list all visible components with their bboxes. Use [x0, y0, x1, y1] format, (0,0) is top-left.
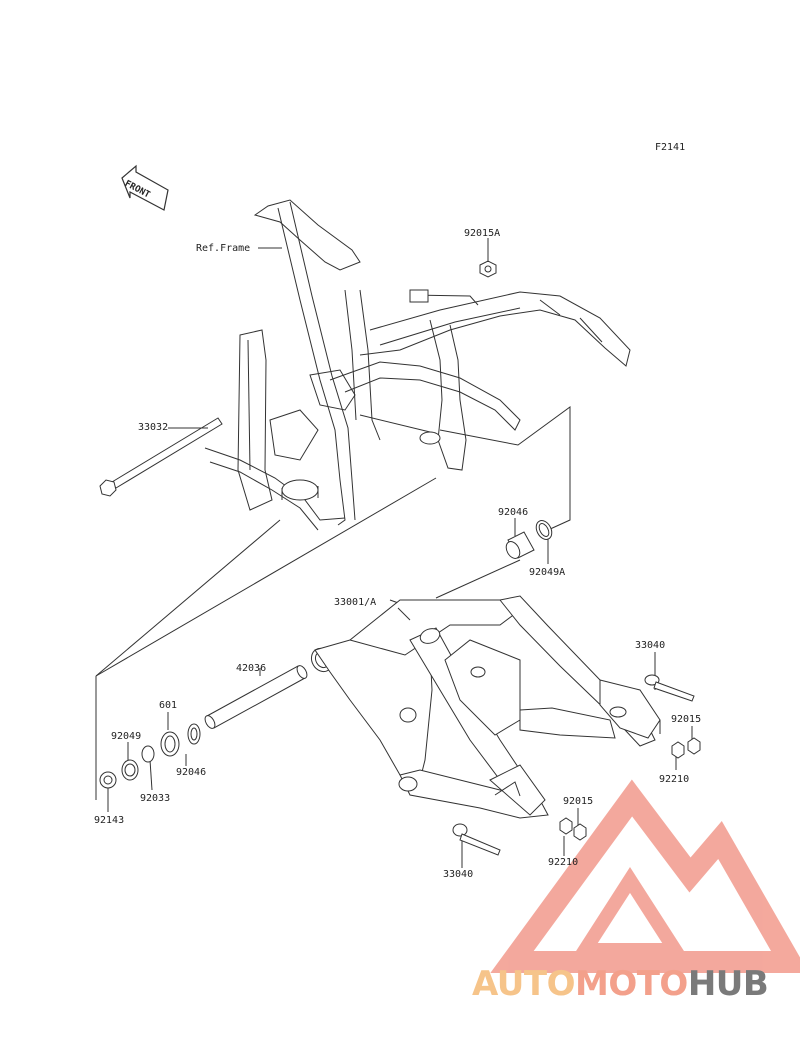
- part-label: 33040: [443, 869, 474, 880]
- part-label: 92210: [548, 857, 579, 868]
- part-label: 92046: [498, 507, 529, 518]
- ref-frame-label: Ref.Frame: [196, 243, 251, 254]
- part-label: 33001/A: [334, 597, 377, 608]
- part-label: 92015A: [464, 228, 501, 239]
- front-arrow-icon: [121, 164, 169, 211]
- watermark-part: MOTO: [574, 964, 688, 1004]
- pivot-shaft-42036: [204, 665, 308, 729]
- swingarm-drawing: [310, 595, 661, 819]
- part-label: 92143: [94, 815, 125, 826]
- frame-drawing: [204, 199, 631, 531]
- part-label: 42036: [236, 663, 267, 674]
- watermark-text: AUTOMOTOHUB: [472, 964, 769, 1004]
- part-label: 92015: [563, 796, 594, 807]
- figure-code: F2141: [655, 142, 686, 153]
- part-label: 92046: [176, 767, 207, 778]
- part-label: 92033: [140, 793, 171, 804]
- part-label: 92015: [671, 714, 702, 725]
- chain-adjusters: [452, 674, 701, 856]
- part-label: 601: [159, 700, 178, 711]
- watermark-part: HUB: [687, 964, 769, 1004]
- watermark-part: AUTO: [472, 964, 575, 1004]
- bearing-92046-upper: [505, 520, 553, 559]
- part-label: 33032: [138, 422, 169, 433]
- watermark-logo-icon: [490, 779, 800, 973]
- part-label: 33040: [635, 640, 666, 651]
- part-label: 92049: [111, 731, 142, 742]
- small-parts-left: [99, 723, 201, 789]
- part-label: 92210: [659, 774, 690, 785]
- part-label: 92049A: [529, 567, 566, 578]
- through-bolt-33032: [99, 417, 223, 497]
